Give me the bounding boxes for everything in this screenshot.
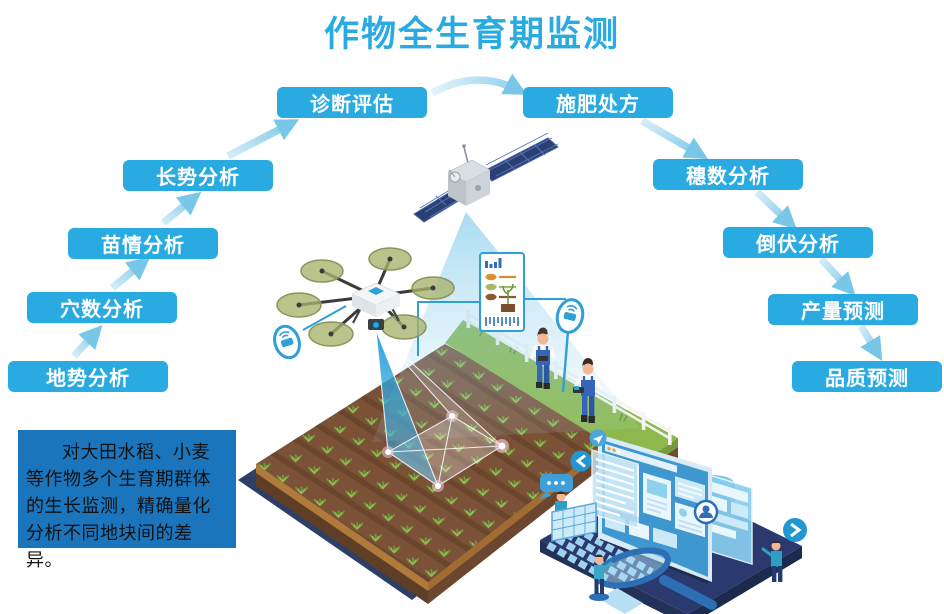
flow-arrows: [71, 73, 883, 361]
step-lodging-analysis: 倒伏分析: [723, 227, 873, 258]
arrow-3: [160, 191, 202, 226]
step-terrain-analysis: 地势分析: [8, 361, 168, 392]
step-fertilization-prescription: 施肥处方: [523, 87, 673, 118]
arrow-6: [640, 117, 709, 160]
page-title: 作物全生育期监测: [323, 15, 620, 54]
analytics-laptop: [539, 429, 807, 614]
screen-ui: [605, 443, 705, 549]
step-hole-count-analysis: 穴数分析: [27, 292, 177, 323]
send-icon: [589, 429, 607, 447]
description-text: 对大田水稻、小麦等作物多个生育期群体的生长监测，精确量化分析不同地块间的差异。: [26, 442, 211, 570]
drone-icon: [276, 247, 455, 347]
chevron-left-icon: [570, 450, 592, 472]
small-person-right: [761, 540, 783, 582]
arrow-7: [754, 189, 797, 230]
step-quality-prediction: 品质预测: [792, 361, 942, 392]
satellite-icon: [413, 132, 559, 223]
chat-bubble-icon: [539, 474, 573, 499]
crop-report-panel: [417, 252, 566, 356]
arrow-5: [430, 73, 528, 97]
camera-wifi-badge-left: [273, 305, 347, 360]
drone-scan-beam: [375, 329, 509, 492]
small-person-bottom: [589, 554, 613, 601]
step-diagnosis-evaluation: 诊断评估: [277, 87, 427, 118]
arrow-8: [818, 256, 856, 296]
farmer-right: [573, 358, 602, 423]
touchpad: [599, 588, 643, 614]
step-growth-analysis: 长势分析: [123, 160, 273, 191]
description-box: 对大田水稻、小麦等作物多个生育期群体的生长监测，精确量化分析不同地块间的差异。: [18, 430, 236, 570]
secondary-panel: [705, 473, 753, 566]
chevron-right-icon: [783, 518, 807, 542]
farmer-left: [530, 327, 556, 389]
arrow-4: [226, 119, 300, 160]
arrow-2: [109, 256, 151, 291]
step-ear-count-analysis: 穗数分析: [653, 159, 803, 190]
spreadsheet-person: [551, 491, 597, 542]
scan-glints: [382, 410, 509, 492]
step-yield-prediction: 产量预测: [768, 294, 918, 325]
arrow-1: [71, 325, 103, 359]
avatar-icon: [693, 499, 719, 525]
step-seedling-analysis: 苗情分析: [68, 228, 218, 259]
floating-list-card: [591, 449, 639, 530]
arrow-9: [857, 324, 883, 361]
camera-wifi-badge-right: [555, 298, 585, 393]
